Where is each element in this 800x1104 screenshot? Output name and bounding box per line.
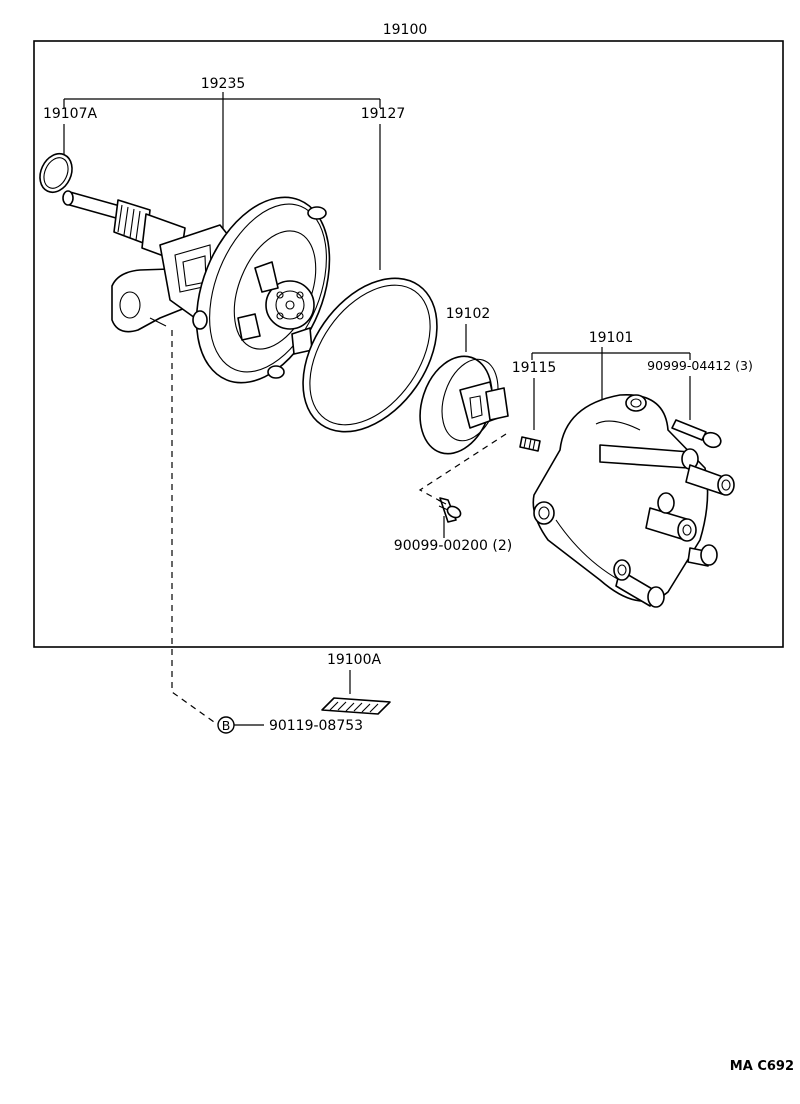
bolt-b-leader bbox=[171, 330, 215, 723]
assembly-frame bbox=[33, 40, 784, 648]
label-rotor: 19102 bbox=[446, 306, 491, 322]
b-marker-letter: B bbox=[222, 718, 231, 733]
screw-rotor-part bbox=[437, 497, 462, 523]
label-o-ring: 19107A bbox=[43, 106, 98, 122]
bolt-cap-part bbox=[671, 419, 722, 449]
label-bolt-cap: 90999-04412 (3) bbox=[647, 358, 753, 373]
screw-rotor-leader bbox=[418, 433, 507, 504]
label-screw-cap: 19115 bbox=[512, 360, 557, 376]
distributor-cap-part bbox=[532, 394, 735, 608]
housing-bracket bbox=[63, 92, 381, 108]
label-plate-part bbox=[321, 697, 391, 715]
label-gasket: 19127 bbox=[361, 106, 406, 122]
label-cap: 19101 bbox=[589, 330, 634, 346]
gasket-part bbox=[302, 277, 438, 433]
label-housing: 19235 bbox=[201, 76, 246, 92]
label-screw-rotor: 90099-00200 (2) bbox=[394, 538, 512, 554]
screw-cap-part bbox=[519, 436, 541, 452]
label-plate-label: 19100A bbox=[327, 652, 382, 668]
rotor-part bbox=[419, 355, 509, 455]
o-ring-part bbox=[39, 152, 73, 194]
distributor-housing-part bbox=[62, 190, 331, 384]
label-bolt-b: 90119-08753 bbox=[269, 718, 363, 734]
assembly-label: 19100 bbox=[383, 22, 428, 38]
figure-code: MA C692 bbox=[730, 1059, 794, 1074]
cap-bracket bbox=[531, 347, 691, 400]
